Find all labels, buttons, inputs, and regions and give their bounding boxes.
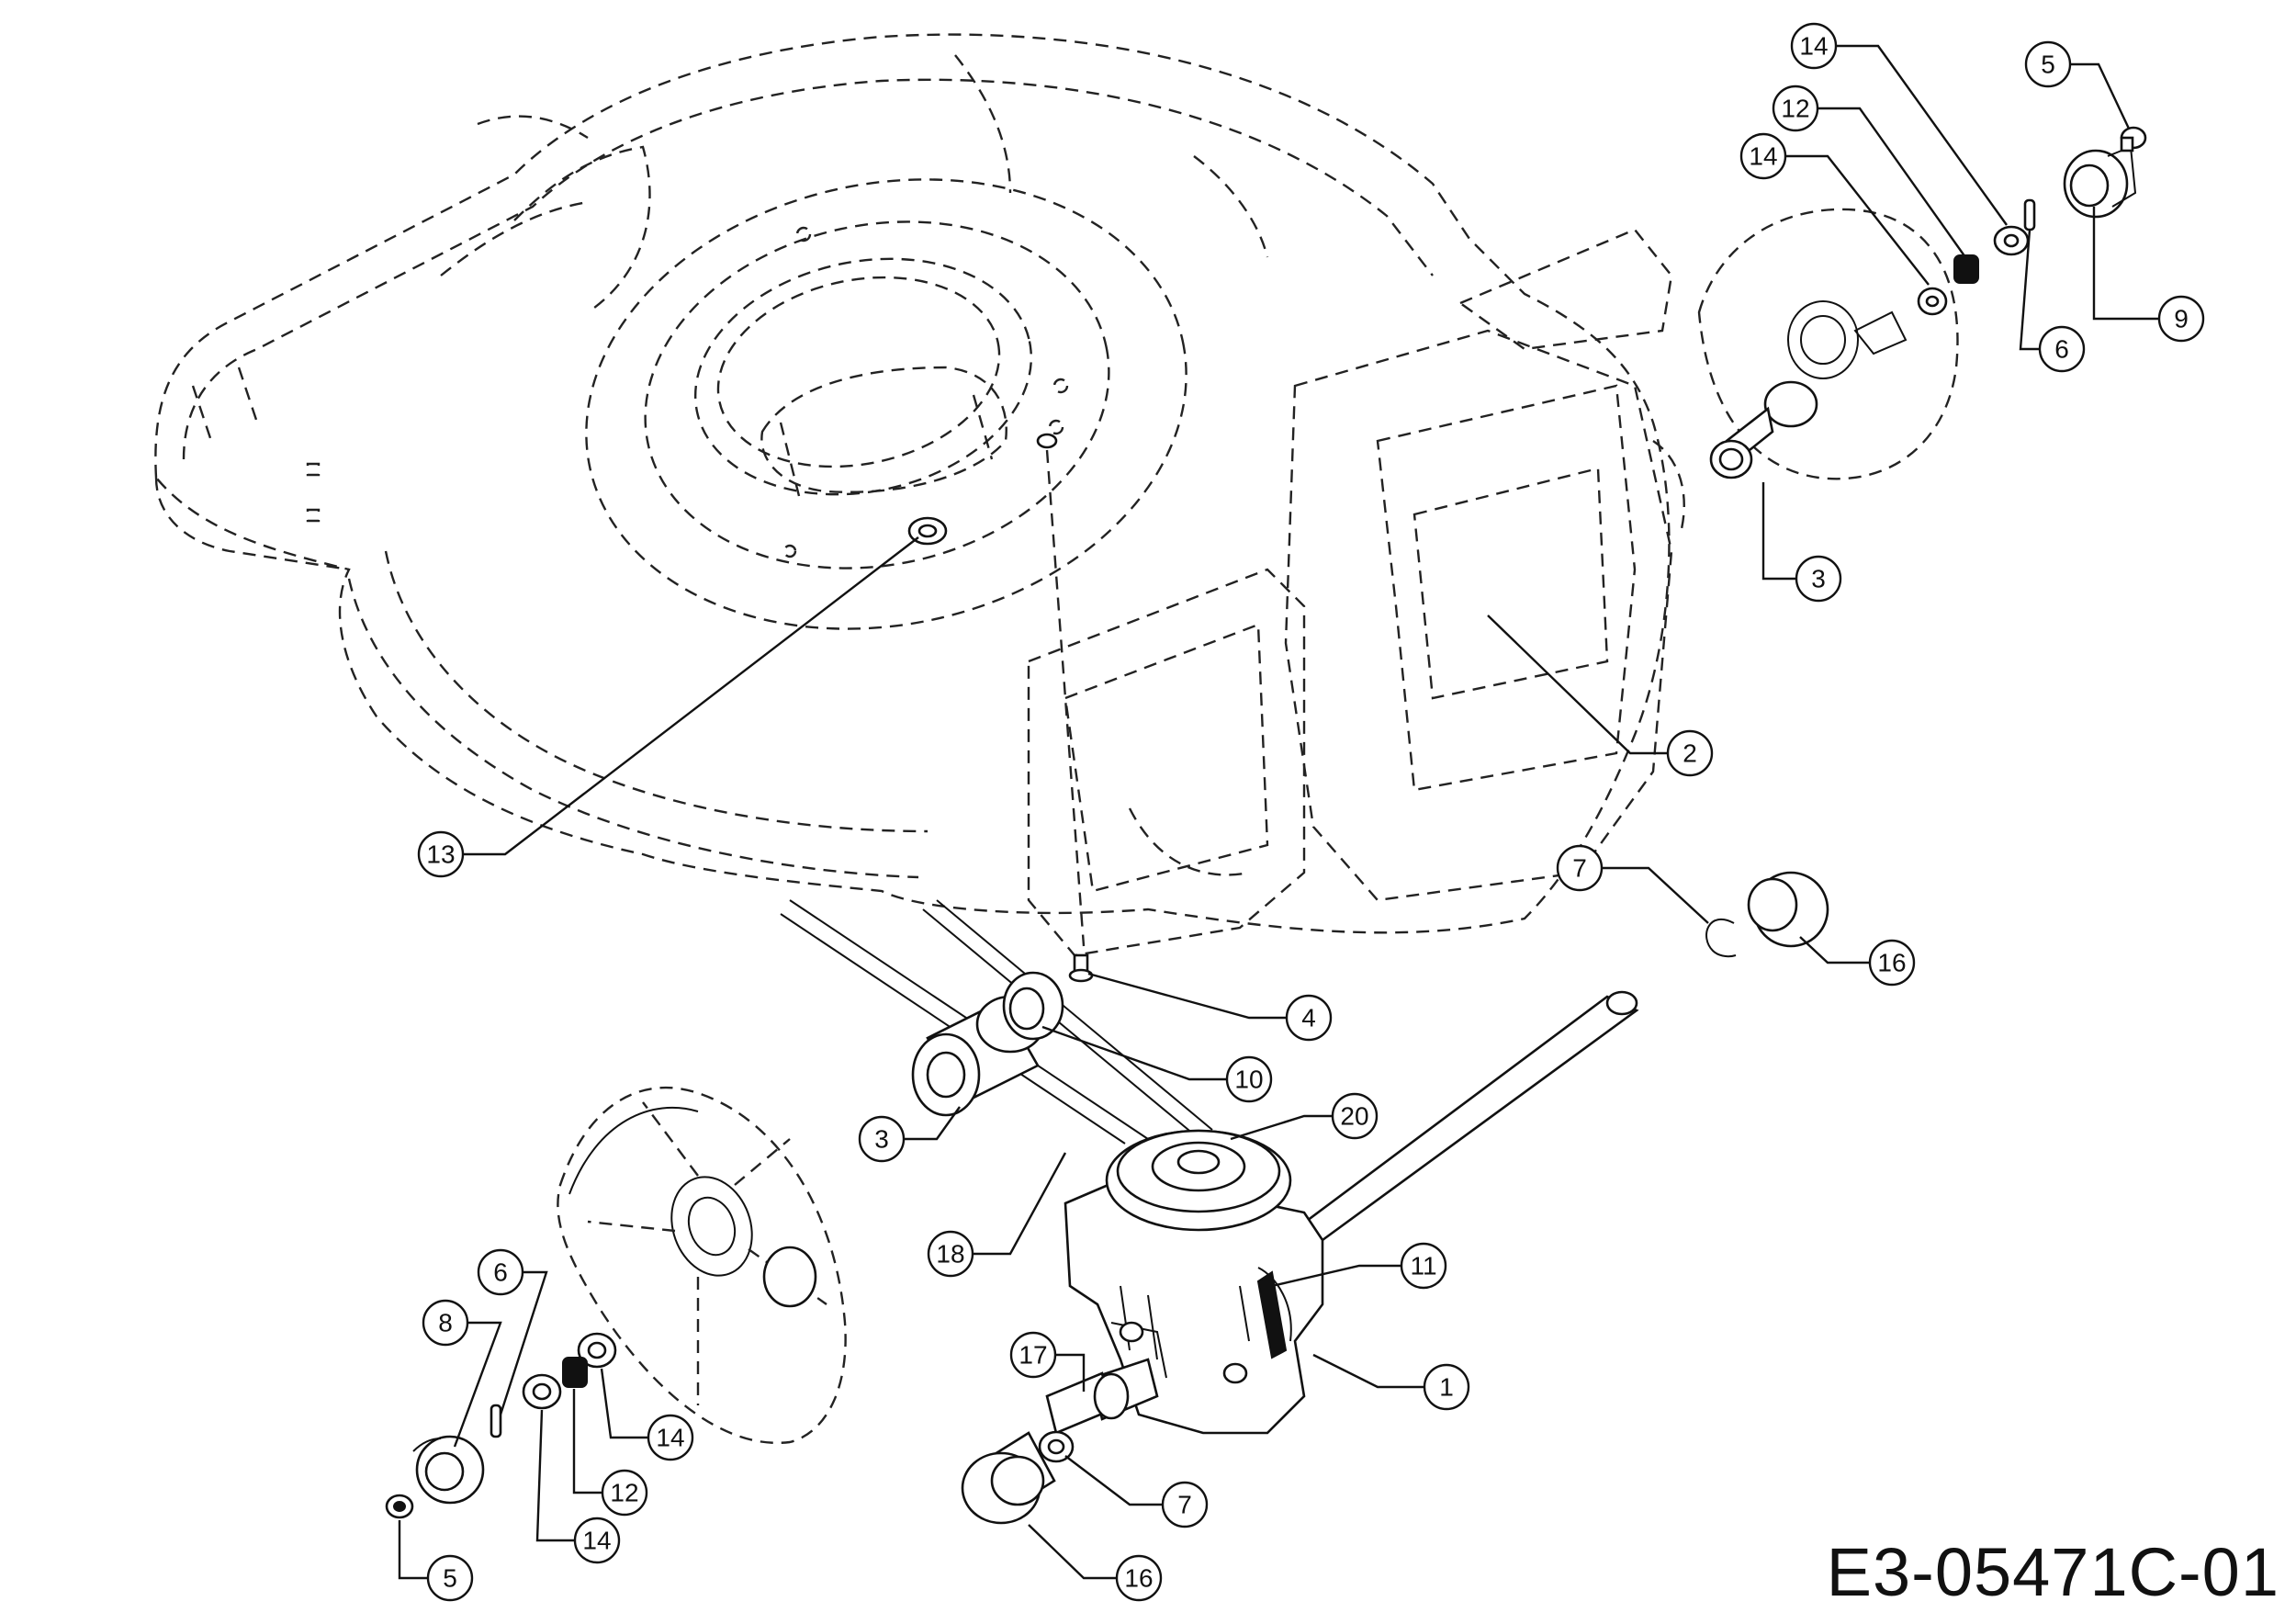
left-pin (490, 1404, 502, 1438)
spacer-ring (1002, 971, 1064, 1041)
svg-text:7: 7 (1177, 1491, 1192, 1519)
retaining-clip-lower (1038, 1430, 1075, 1463)
bushing-lower (961, 1431, 1056, 1525)
right-pinion (2063, 145, 2137, 219)
svg-text:8: 8 (438, 1309, 453, 1337)
leader-lines (398, 44, 2158, 1580)
left-washer-inner (522, 1373, 562, 1410)
svg-text:14: 14 (656, 1424, 684, 1452)
callout-14-top: 14 (1790, 22, 1838, 70)
callout-9: 9 (2157, 295, 2205, 343)
callout-7-top: 7 (1556, 844, 1604, 892)
callout-17: 17 (1009, 1331, 1057, 1379)
callout-16-bottom: 16 (1115, 1554, 1163, 1602)
callout-14-bottom-left: 14 (573, 1517, 621, 1564)
callout-6-top: 6 (2038, 325, 2086, 373)
svg-text:20: 20 (1340, 1102, 1368, 1131)
svg-text:9: 9 (2174, 305, 2189, 333)
callout-8: 8 (422, 1299, 469, 1347)
callout-18: 18 (927, 1230, 974, 1278)
svg-text:3: 3 (874, 1125, 889, 1154)
svg-text:14: 14 (582, 1527, 611, 1555)
left-screw (385, 1494, 414, 1519)
callout-1: 1 (1423, 1363, 1470, 1411)
left-washer-outer (577, 1332, 617, 1369)
svg-text:6: 6 (493, 1258, 508, 1287)
callout-12-top: 12 (1772, 85, 1819, 132)
svg-text:14: 14 (1799, 32, 1828, 61)
right-washer-outer (1993, 225, 2030, 256)
svg-text:5: 5 (2041, 51, 2055, 79)
left-wheel (557, 1086, 847, 1445)
svg-text:7: 7 (1572, 854, 1587, 883)
left-spring (562, 1357, 588, 1388)
svg-text:12: 12 (1781, 95, 1809, 123)
svg-text:17: 17 (1019, 1341, 1047, 1370)
svg-text:3: 3 (1811, 565, 1826, 593)
callout-6-bottom: 6 (477, 1248, 524, 1296)
right-pin (2023, 198, 2036, 231)
callout-20: 20 (1331, 1092, 1379, 1140)
drawing-code: E3-05471C-01 (1826, 1534, 2279, 1610)
bushing (1747, 871, 1829, 948)
svg-text:1: 1 (1439, 1373, 1454, 1402)
left-pinion (412, 1435, 485, 1505)
callout-11: 11 (1400, 1242, 1447, 1290)
right-washer-inner (1917, 287, 1948, 316)
callout-16-top: 16 (1868, 939, 1916, 987)
callout-7-bottom: 7 (1161, 1481, 1209, 1528)
callout-14-bottom-right: 14 (647, 1414, 694, 1461)
svg-text:13: 13 (426, 840, 455, 869)
svg-text:16: 16 (1877, 949, 1906, 977)
right-wheel (1697, 208, 1959, 480)
mower-deck (154, 33, 1685, 957)
callout-12-bottom: 12 (601, 1469, 648, 1517)
callout-13: 13 (417, 830, 465, 878)
right-bearing (1709, 380, 1818, 479)
svg-text:2: 2 (1683, 739, 1697, 768)
callout-3-bottom: 3 (858, 1115, 906, 1163)
callout-14-top-inner: 14 (1739, 132, 1787, 180)
svg-text:5: 5 (443, 1564, 457, 1593)
right-spring (1953, 254, 1979, 284)
callout-5-bottom: 5 (426, 1554, 474, 1602)
right-screw (2120, 126, 2147, 152)
svg-text:16: 16 (1124, 1564, 1153, 1593)
callout-10: 10 (1225, 1055, 1273, 1103)
callout-2: 2 (1666, 729, 1714, 777)
svg-text:4: 4 (1301, 1004, 1316, 1032)
svg-text:14: 14 (1749, 142, 1777, 171)
svg-text:11: 11 (1410, 1252, 1436, 1280)
deck-bolt (1036, 433, 1094, 983)
svg-text:18: 18 (936, 1240, 964, 1269)
svg-text:6: 6 (2054, 335, 2069, 364)
retaining-clip (1705, 918, 1737, 958)
callout-5-top: 5 (2024, 40, 2072, 88)
svg-text:12: 12 (610, 1479, 638, 1507)
callout-4: 4 (1285, 994, 1333, 1042)
callout-3-top: 3 (1795, 555, 1842, 603)
svg-text:10: 10 (1234, 1066, 1263, 1094)
output-shaft (1045, 1358, 1159, 1435)
